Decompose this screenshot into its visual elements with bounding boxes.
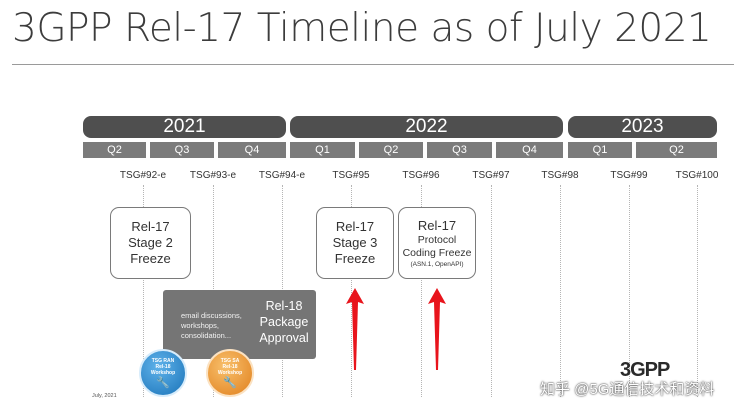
quarter-2021-q4: Q4 <box>218 142 286 158</box>
slide-title: 3GPP Rel-17 Timeline as of July 2021 <box>12 6 712 51</box>
box-line: Coding Freeze <box>402 246 472 259</box>
box-line: Rel-17 <box>131 219 170 234</box>
meeting-guide-line <box>560 185 561 397</box>
approval-title: Rel-18 Package Approval <box>259 299 309 345</box>
box-line: Rel-17 <box>417 217 457 233</box>
watermark: 知乎 @5G通信技术和资料 <box>540 381 715 398</box>
box-line: Rel-17 <box>335 219 375 234</box>
title-divider <box>12 64 734 65</box>
box-line: Stage 2 <box>128 235 173 250</box>
up-arrow-stage3 <box>346 288 364 370</box>
stage2-freeze-box: Rel-17 Stage 2 Freeze <box>110 207 191 279</box>
quarter-2022-q3: Q3 <box>427 142 492 158</box>
meeting-label: TSG#98 <box>541 170 579 181</box>
year-2022-bar: 2022 <box>290 116 563 138</box>
box-line: Freeze <box>334 251 376 266</box>
tsg-ran-workshop-badge: TSG RAN Rel-18 Workshop 🔧 <box>139 349 187 397</box>
meeting-guide-line <box>697 185 698 397</box>
meeting-label: TSG#100 <box>675 170 719 181</box>
rel18-package-approval-box: email discussions, workshops, consolidat… <box>163 290 316 359</box>
stage3-freeze-box: Rel-17 Stage 3 Freeze <box>316 207 394 279</box>
year-2023-bar: 2023 <box>568 116 717 138</box>
3gpp-logo: 3GPP <box>620 359 670 381</box>
box-line: (ASN.1, OpenAPI) <box>410 260 464 268</box>
box-line: Protocol <box>417 233 457 246</box>
meeting-guide-line <box>351 185 352 397</box>
quarter-2023-q2: Q2 <box>636 142 717 158</box>
quarter-2022-q4: Q4 <box>496 142 563 158</box>
meeting-guide-line <box>421 185 422 397</box>
quarter-2021-q2: Q2 <box>83 142 146 158</box>
up-arrow-protocol <box>428 288 446 370</box>
meeting-label: TSG#97 <box>472 170 510 181</box>
quarter-2023-q1: Q1 <box>568 142 632 158</box>
meeting-label: TSG#99 <box>610 170 648 181</box>
quarter-2022-q2: Q2 <box>359 142 423 158</box>
quarter-2022-q1: Q1 <box>290 142 355 158</box>
box-line: Freeze <box>130 251 171 266</box>
protocol-coding-freeze-box: Rel-17 Protocol Coding Freeze (ASN.1, Op… <box>398 207 476 279</box>
approval-notes: email discussions, workshops, consolidat… <box>181 311 242 340</box>
meeting-guide-line <box>491 185 492 397</box>
meeting-label: TSG#92-e <box>119 170 167 181</box>
meeting-label: TSG#95 <box>332 170 370 181</box>
meeting-guide-line <box>143 185 144 397</box>
tsg-sa-workshop-badge: TSG SA Rel-18 Workshop 🔧 <box>206 349 254 397</box>
meeting-label: TSG#96 <box>402 170 440 181</box>
meeting-label: TSG#94-e <box>258 170 306 181</box>
box-line: Stage 3 <box>332 235 378 250</box>
wrench-icon: 🔧 <box>156 376 170 389</box>
year-2021-bar: 2021 <box>83 116 286 138</box>
meeting-label: TSG#93-e <box>189 170 237 181</box>
date-note: July, 2021 <box>92 393 117 399</box>
wrench-icon: 🔧 <box>223 376 237 389</box>
quarter-2021-q3: Q3 <box>150 142 214 158</box>
meeting-guide-line <box>629 185 630 397</box>
